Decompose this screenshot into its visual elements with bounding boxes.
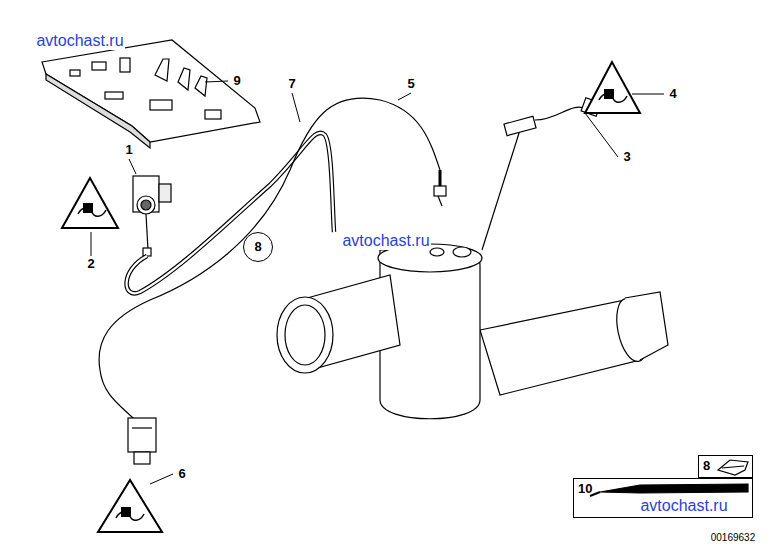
clip-part bbox=[718, 460, 748, 475]
callout-number: 7 bbox=[287, 77, 296, 91]
pressure-sensor bbox=[133, 176, 171, 256]
watermark: avtochast.ru bbox=[341, 232, 430, 250]
hose bbox=[127, 133, 334, 294]
connector-plug bbox=[128, 418, 156, 464]
part-number: 8 bbox=[254, 240, 261, 254]
warning-triangle bbox=[62, 62, 640, 532]
catalytic-converter bbox=[277, 244, 668, 419]
callout-number: 4 bbox=[668, 87, 677, 101]
part-number: 8 bbox=[703, 459, 748, 473]
callout-number: 3 bbox=[622, 150, 631, 164]
callout-number: 2 bbox=[86, 257, 95, 271]
callout-circle: 8 bbox=[243, 232, 273, 262]
callout-number: 6 bbox=[177, 467, 186, 481]
exhaust-sensor bbox=[434, 98, 601, 250]
cable-tie bbox=[590, 484, 748, 496]
callout-number: 5 bbox=[406, 77, 415, 91]
drawing-number: 00169632 bbox=[710, 532, 757, 543]
watermark: avtochast.ru bbox=[35, 32, 124, 50]
watermark: avtochast.ru bbox=[639, 497, 728, 515]
callout-number: 1 bbox=[124, 143, 133, 157]
part-box: 10 bbox=[573, 478, 753, 518]
bracket-plate bbox=[42, 40, 260, 148]
part-number: 10 bbox=[578, 482, 748, 496]
callout-number: 9 bbox=[232, 74, 241, 88]
part-box: 8 bbox=[698, 455, 753, 478]
leader-line bbox=[91, 81, 664, 484]
